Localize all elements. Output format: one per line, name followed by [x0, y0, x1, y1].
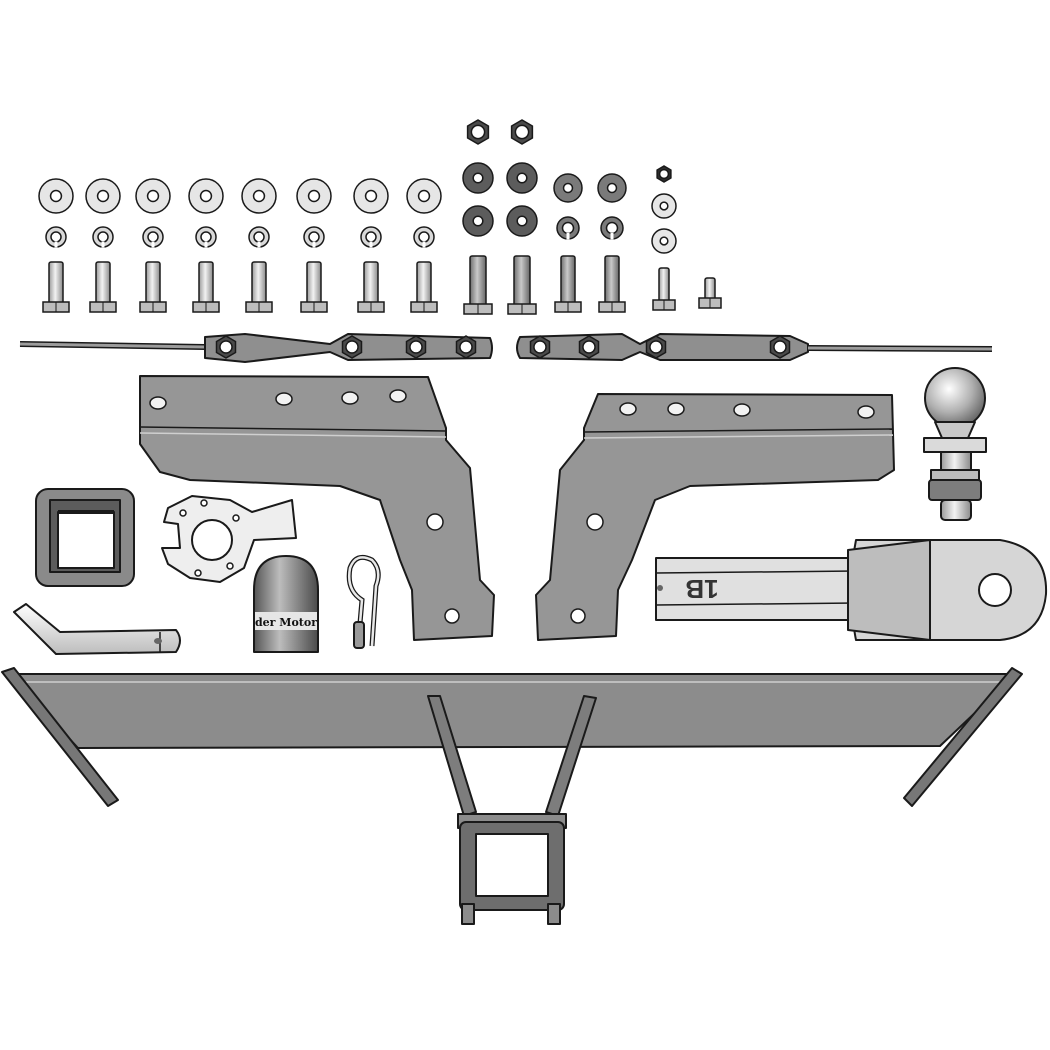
hex-nut-icon	[466, 119, 490, 145]
spring-washer-icon	[303, 226, 325, 248]
flat-washer-icon	[506, 162, 538, 194]
spring-washer-row	[45, 226, 435, 248]
hex-nut-icon	[215, 335, 237, 359]
hex-bolt-icon	[139, 261, 167, 313]
hex-nut-icon	[769, 335, 791, 359]
hex-nut-icon	[455, 335, 477, 359]
spring-washer-icon	[195, 226, 217, 248]
hex-nut-icon	[656, 165, 672, 183]
hex-bolt-icon	[507, 255, 537, 315]
hitch-pin	[13, 603, 181, 655]
hex-nut-icon	[529, 335, 551, 359]
flat-washer-icon	[353, 178, 389, 214]
hex-bolt-icon	[245, 261, 273, 313]
captive-nut-group	[215, 335, 791, 359]
flat-washer-icon	[85, 178, 121, 214]
flat-washer-icon	[241, 178, 277, 214]
flat-washer-icon	[651, 193, 677, 219]
tow-ball-icon	[923, 367, 987, 521]
flat-washer-row	[38, 178, 442, 214]
flat-washer-icon	[462, 205, 494, 237]
heavy-bolt-set	[462, 119, 722, 315]
spring-washer-icon	[413, 226, 435, 248]
flat-washer-icon	[296, 178, 332, 214]
flat-washer-icon	[462, 162, 494, 194]
flat-washer-icon	[597, 173, 627, 203]
hex-nut-icon	[510, 119, 534, 145]
hex-nut-icon	[405, 335, 427, 359]
receiver-assembly	[427, 695, 597, 925]
spring-washer-icon	[600, 216, 624, 240]
hex-nut-icon	[341, 335, 363, 359]
socket-mounting-plate	[161, 495, 297, 583]
tow-ball-mount: 1B	[655, 539, 1048, 641]
shank-marking: 1B	[685, 574, 718, 604]
left-side-bracket	[139, 375, 495, 641]
hex-bolt-icon	[192, 261, 220, 313]
hex-bolt-icon	[89, 261, 117, 313]
hex-bolt-icon	[463, 255, 493, 315]
hex-bolt-icon	[554, 255, 582, 313]
hex-bolt-row	[42, 261, 438, 313]
hex-nut-icon	[645, 335, 667, 359]
flat-washer-icon	[188, 178, 224, 214]
hex-bolt-icon	[42, 261, 70, 313]
flat-washer-icon	[651, 228, 677, 254]
receiver-end-cap	[35, 488, 135, 587]
hex-bolt-icon	[357, 261, 385, 313]
r-clip	[346, 554, 381, 649]
spring-washer-icon	[248, 226, 270, 248]
spring-washer-icon	[92, 226, 114, 248]
hex-bolt-icon	[652, 267, 676, 311]
hex-nut-icon	[578, 335, 600, 359]
flat-washer-icon	[406, 178, 442, 214]
hex-bolt-icon	[598, 255, 626, 313]
flat-washer-icon	[506, 205, 538, 237]
hex-bolt-icon	[300, 261, 328, 313]
spring-washer-icon	[142, 226, 164, 248]
spring-washer-icon	[45, 226, 67, 248]
main-cross-bar	[1, 667, 1023, 807]
spring-washer-icon	[360, 226, 382, 248]
tow-ball-cover: der Motor	[253, 555, 319, 653]
flat-washer-icon	[135, 178, 171, 214]
right-side-bracket	[535, 393, 895, 641]
hex-bolt-icon	[698, 277, 722, 309]
flat-washer-icon	[38, 178, 74, 214]
flat-washer-icon	[553, 173, 583, 203]
cover-brand-text: der Motor	[255, 616, 317, 629]
spring-washer-icon	[556, 216, 580, 240]
hex-bolt-icon	[410, 261, 438, 313]
